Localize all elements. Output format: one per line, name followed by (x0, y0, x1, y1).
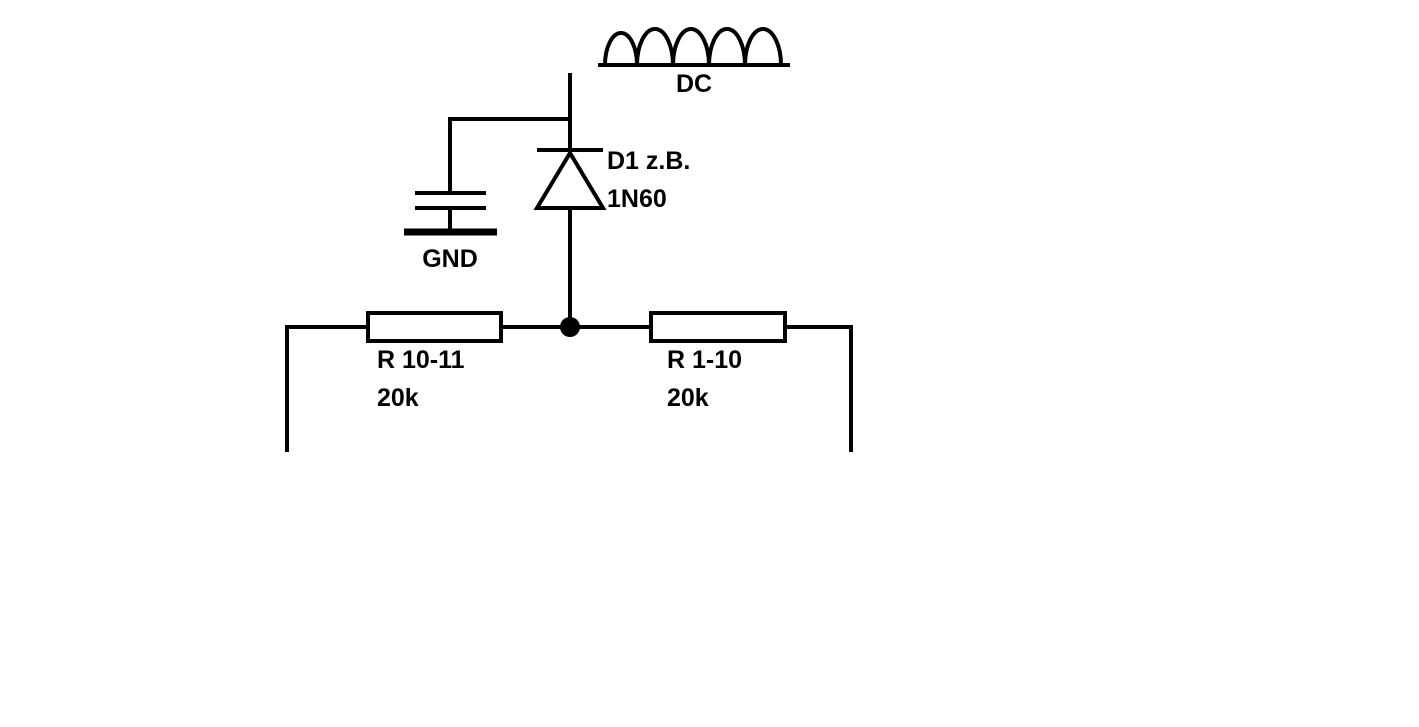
wire-branch-to-capacitor (448, 117, 570, 193)
diode-part-number: 1N60 (607, 185, 667, 213)
junction-dot (560, 317, 580, 337)
dc-waveform-icon (598, 27, 790, 67)
resistor-r10-11 (366, 311, 503, 343)
gnd-label: GND (422, 245, 478, 273)
resistor-r1-10-label: R 1-10 (667, 346, 742, 374)
resistor-r10-11-value: 20k (377, 384, 419, 412)
dc-label: DC (676, 70, 712, 98)
diode-label: D1 z.B. (607, 147, 690, 175)
resistor-r1-10-value: 20k (667, 384, 709, 412)
resistor-r1-10 (649, 311, 787, 343)
resistor-r10-11-label: R 10-11 (377, 346, 465, 374)
capacitor-symbol (415, 191, 486, 232)
diode-symbol (533, 148, 607, 210)
